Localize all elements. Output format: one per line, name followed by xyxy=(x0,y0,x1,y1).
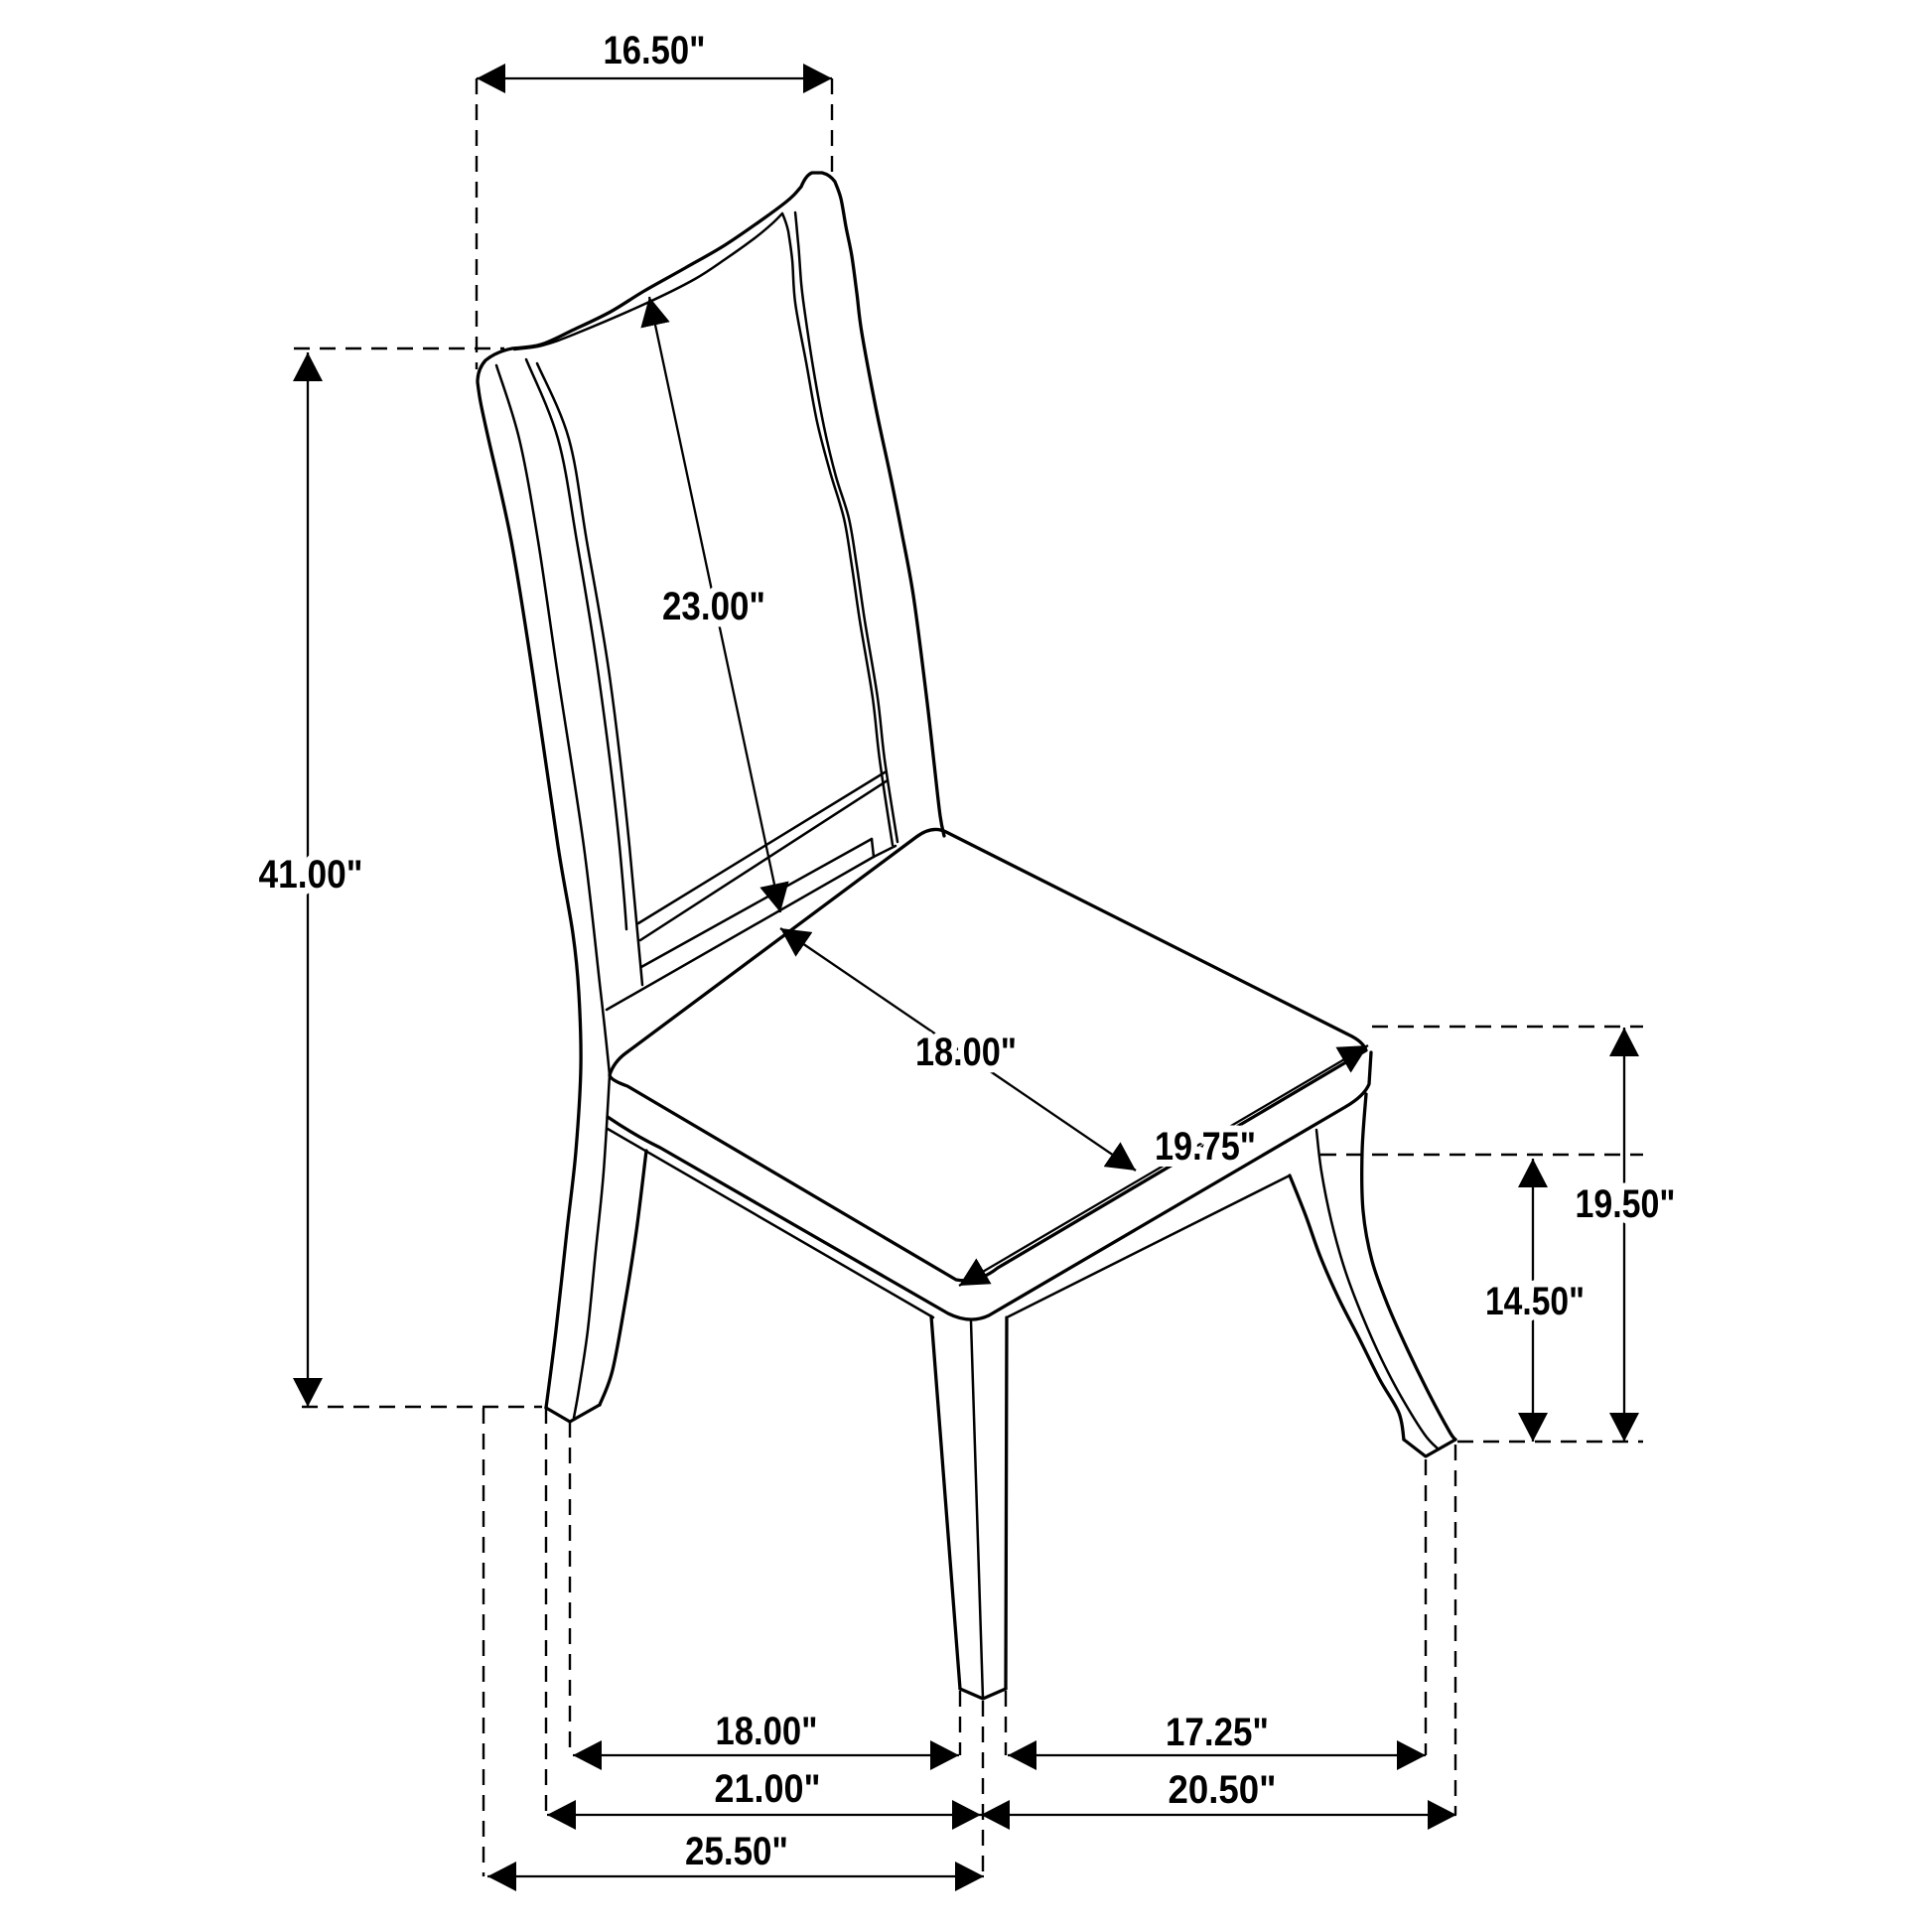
svg-text:41.00": 41.00" xyxy=(259,853,363,897)
svg-text:23.00": 23.00" xyxy=(662,585,765,628)
svg-text:25.50": 25.50" xyxy=(685,1830,788,1873)
svg-text:14.50": 14.50" xyxy=(1485,1280,1585,1323)
svg-text:18.00": 18.00" xyxy=(716,1710,818,1753)
svg-text:18.00": 18.00" xyxy=(915,1031,1017,1074)
svg-text:21.00": 21.00" xyxy=(715,1767,821,1811)
svg-text:20.50": 20.50" xyxy=(1169,1768,1277,1812)
svg-text:19.50": 19.50" xyxy=(1576,1182,1676,1226)
svg-text:16.50": 16.50" xyxy=(604,29,706,72)
svg-text:19.75": 19.75" xyxy=(1155,1125,1256,1169)
svg-text:17.25": 17.25" xyxy=(1166,1711,1269,1754)
